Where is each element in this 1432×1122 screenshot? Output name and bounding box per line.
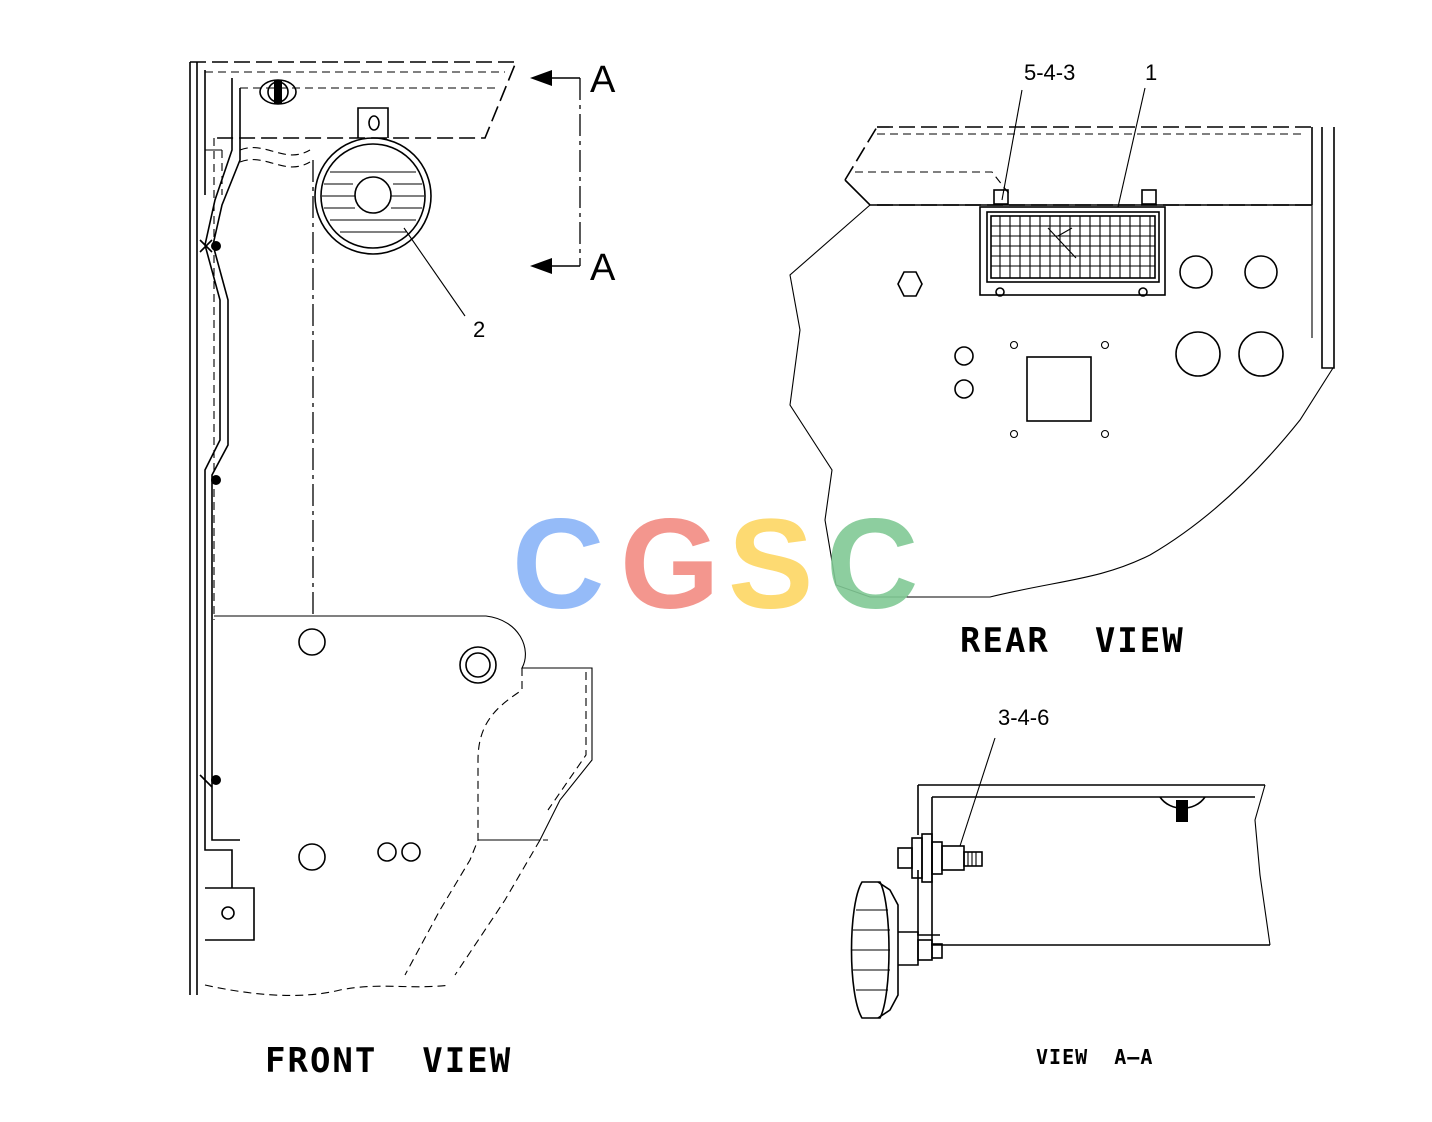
section-view-drawing (850, 784, 1271, 1019)
callout-item-2: 2 (473, 317, 485, 342)
front-view-drawing (189, 61, 593, 996)
callout-leaders (403, 87, 1146, 847)
section-cut-line (530, 70, 581, 274)
rear-view-drawing (789, 126, 1335, 598)
watermark-letter-4: C (826, 493, 918, 636)
section-marker-bottom: A (590, 247, 616, 289)
rear-view-title: REAR VIEW (960, 621, 1185, 661)
watermark-logo: C G S C (512, 493, 918, 636)
watermark-letter-3: S (728, 493, 813, 636)
callout-item-3-4-6: 3-4-6 (998, 705, 1049, 730)
watermark-letter-1: C (512, 493, 604, 636)
front-view-title: FRONT VIEW (265, 1041, 512, 1081)
section-marker-top: A (590, 59, 616, 101)
horn-side-profile (850, 881, 943, 1019)
callout-item-1: 1 (1145, 60, 1157, 85)
horn (314, 137, 432, 255)
section-view-title: VIEW A–A (1036, 1045, 1153, 1069)
work-light (979, 189, 1166, 297)
callout-item-5-4-3: 5-4-3 (1024, 60, 1075, 85)
watermark-letter-2: G (620, 493, 720, 636)
